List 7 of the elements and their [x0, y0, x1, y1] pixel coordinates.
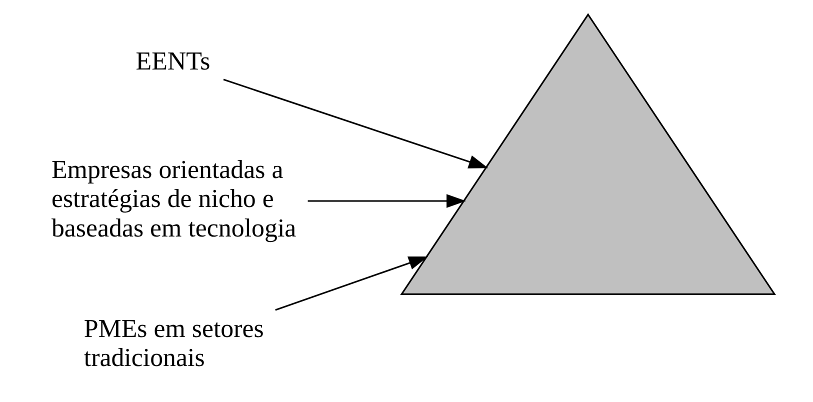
arrow: [308, 194, 466, 208]
node-triangle: [400, 13, 776, 296]
node-text: EENTs: [136, 46, 210, 76]
arrow: [275, 256, 428, 311]
node-text: PMEs em setores tradicionais: [84, 314, 264, 372]
arrow: [223, 78, 488, 168]
node-text: Empresas orientadas a estratégias de nicho e baseadas em tecnologia: [51, 154, 296, 242]
